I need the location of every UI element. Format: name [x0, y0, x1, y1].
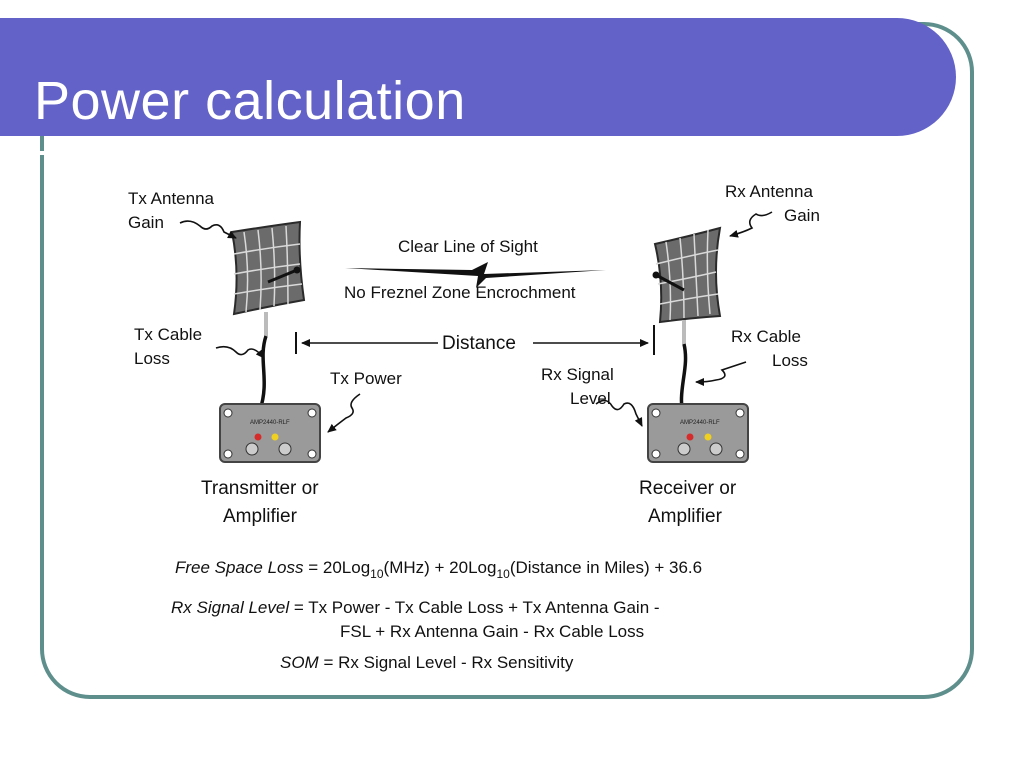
title-underline: [0, 151, 904, 155]
tx-cable-loss-pointer: [215, 345, 265, 359]
no-freznel-zone-label: No Freznel Zone Encrochment: [344, 283, 576, 302]
transmitter-label-line2: Amplifier: [223, 506, 298, 527]
rsl-variable: Rx Signal Level: [171, 598, 290, 617]
tx-antenna-gain-pointer: [179, 220, 237, 239]
rx-signal-level-label-line1: Rx Signal: [541, 365, 614, 384]
rx-antenna-gain-label-line2: Gain: [784, 206, 820, 225]
rx-signal-level-equation-line2: FSL + Rx Antenna Gain - Rx Cable Loss: [340, 622, 644, 641]
fsl-part1: = 20Log: [304, 558, 371, 577]
rx-antenna-gain-pointer: [729, 211, 773, 238]
som-variable: SOM: [280, 653, 320, 672]
rx-antenna-gain-label-line1: Rx Antenna: [725, 182, 813, 201]
slide-title: Power calculation: [34, 71, 466, 131]
rx-cable-loss-label-line1: Rx Cable: [731, 327, 801, 346]
transmitter-label-line1: Transmitter or: [201, 478, 319, 499]
clear-line-of-sight-label: Clear Line of Sight: [398, 237, 538, 256]
receiver-label-line1: Receiver or: [639, 478, 737, 499]
rx-antenna-icon: [652, 226, 722, 344]
rx-signal-level-label-line2: Level: [570, 389, 611, 408]
rx-signal-level-equation-line1: Rx Signal Level = Tx Power - Tx Cable Lo…: [171, 598, 660, 617]
line-of-sight-bolt: [345, 262, 606, 288]
fsl-part3: (Distance in Miles) + 36.6: [510, 558, 702, 577]
rx-signal-level-pointer: [595, 399, 643, 427]
distance-label: Distance: [442, 333, 516, 354]
rsl-part1: = Tx Power - Tx Cable Loss + Tx Antenna …: [289, 598, 659, 617]
som-part1: = Rx Signal Level - Rx Sensitivity: [319, 653, 574, 672]
tx-cable-loss-label-line2: Loss: [134, 349, 170, 368]
receiver-device: AMP2440-RLF: [647, 403, 749, 463]
tx-power-pointer: [327, 393, 361, 433]
title-bar: Power calculation: [0, 18, 956, 155]
rx-cable-loss-label-line2: Loss: [772, 351, 808, 370]
som-equation: SOM = Rx Signal Level - Rx Sensitivity: [280, 653, 574, 672]
fsl-subscript2: 10: [496, 567, 510, 581]
transmitter-device: AMP2440-RLF: [219, 403, 321, 463]
rx-cable-loss-pointer: [695, 361, 747, 386]
fsl-part2: (MHz) + 20Log: [384, 558, 497, 577]
tx-antenna-gain-label-line2: Gain: [128, 213, 164, 232]
fsl-subscript1: 10: [370, 567, 384, 581]
free-space-loss-equation: Free Space Loss = 20Log10(MHz) + 20Log10…: [175, 558, 702, 581]
fsl-variable: Free Space Loss: [175, 558, 304, 577]
tx-power-label: Tx Power: [330, 369, 402, 388]
tx-antenna-gain-label-line1: Tx Antenna: [128, 189, 215, 208]
rx-device-model-label: AMP2440-RLF: [680, 420, 720, 426]
receiver-label-line2: Amplifier: [648, 506, 723, 527]
tx-antenna-icon: [230, 220, 306, 336]
tx-device-model-label: AMP2440-RLF: [250, 420, 290, 426]
tx-cable-loss-label-line1: Tx Cable: [134, 325, 202, 344]
